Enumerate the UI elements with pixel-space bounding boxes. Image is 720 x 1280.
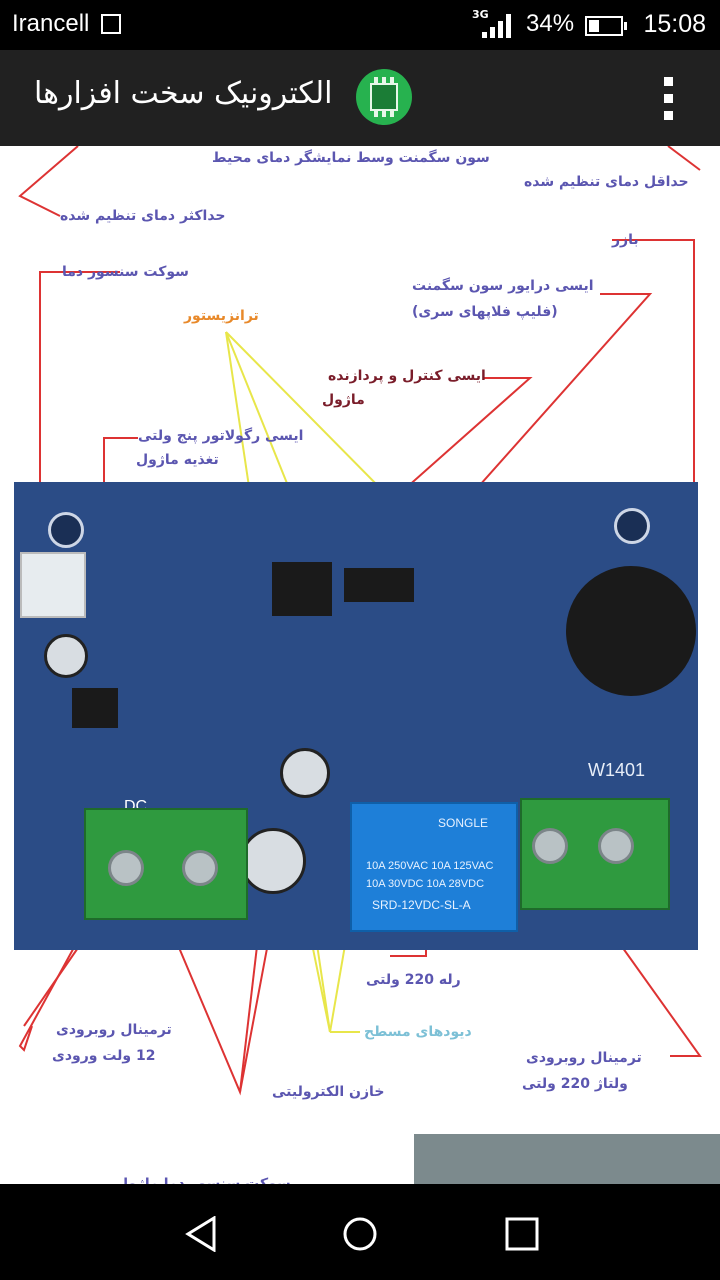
relay: SONGLE 10A 250VAC 10A 125VAC 10A 30VDC 1… (350, 802, 518, 932)
battery-percent: 34% (526, 10, 575, 37)
label-controller: ایسی کنترل و پردازنده (328, 368, 486, 384)
home-icon[interactable] (342, 1216, 378, 1252)
capacitor (280, 748, 330, 798)
label-terminal-12v-2: 12 ولت ورودی (52, 1048, 156, 1064)
sensor-socket (20, 552, 86, 618)
label-segment-display: سون سگمنت وسط نمایشگر دمای محیط (212, 150, 490, 166)
clock: 15:08 (643, 10, 706, 38)
label-regulator: ایسی رگولاتور پنج ولتی (138, 428, 304, 444)
relay-model: SRD-12VDC-SL-A (372, 898, 471, 912)
label-buzzer: بازر (612, 232, 639, 248)
signal-icon (482, 14, 512, 38)
label-segment-driver: ایسی درایور سون سگمنت (412, 278, 594, 294)
label-transistor: ترانزیستور (184, 308, 259, 324)
label-smd-diodes: دیودهای مسطح (364, 1024, 472, 1040)
image-icon (101, 14, 121, 34)
content-area[interactable]: سون سگمنت وسط نمایشگر دمای محیط حداقل دم… (0, 146, 720, 1184)
label-controller-2: ماژول (322, 392, 365, 408)
label-capacitor: خازن الکترولیتی (272, 1084, 385, 1100)
app-title: الکترونیک سخت افزارها (34, 76, 333, 111)
nav-bar (0, 1184, 720, 1280)
label-max-temp: حداکثر دمای تنظیم شده (60, 208, 226, 224)
regulator-chip (72, 688, 118, 728)
label-terminal-220v: ترمینال روبرودی (526, 1050, 642, 1066)
driver-chip (272, 562, 332, 616)
next-image-preview (414, 1134, 720, 1184)
status-bar: Irancell 3G 34% 15:08 (0, 0, 720, 50)
battery-icon (585, 16, 627, 36)
label-relay: رله 220 ولتی (366, 972, 461, 988)
controller-chip (344, 568, 414, 602)
capacitor (44, 634, 88, 678)
pcb-photo: W1401 DC SONGLE 10A 250VAC 10A 125VAC 10… (14, 482, 698, 950)
app-bar: الکترونیک سخت افزارها (0, 50, 720, 146)
label-segment-driver-2: (فلیپ فلاپهای سری) (412, 304, 558, 320)
overflow-menu-icon[interactable] (664, 77, 674, 121)
recents-icon[interactable] (504, 1216, 540, 1252)
terminal-12v (84, 808, 248, 920)
terminal-220v (520, 798, 670, 910)
label-regulator-2: تغذیه ماژول (136, 452, 219, 468)
carrier-name: Irancell (12, 10, 90, 37)
board-model: W1401 (588, 760, 646, 780)
label-sensor-socket: سوکت سنسور دما (62, 264, 189, 280)
label-bottom-partial: سوکت سنسور دما ماژول (116, 1176, 291, 1184)
network-type: 3G (472, 8, 489, 21)
label-min-temp: حداقل دمای تنظیم شده (524, 174, 689, 190)
label-terminal-220v-2: ولتاژ 220 ولتی (522, 1076, 628, 1092)
relay-spec-2: 10A 30VDC 10A 28VDC (366, 878, 485, 890)
capacitor (240, 828, 306, 894)
label-terminal-12v: ترمینال روبرودی (56, 1022, 172, 1038)
relay-brand: SONGLE (438, 816, 489, 830)
circuit-board-icon (356, 69, 412, 125)
back-icon[interactable] (184, 1216, 220, 1252)
relay-spec-1: 10A 250VAC 10A 125VAC (366, 860, 494, 872)
buzzer (566, 566, 696, 696)
